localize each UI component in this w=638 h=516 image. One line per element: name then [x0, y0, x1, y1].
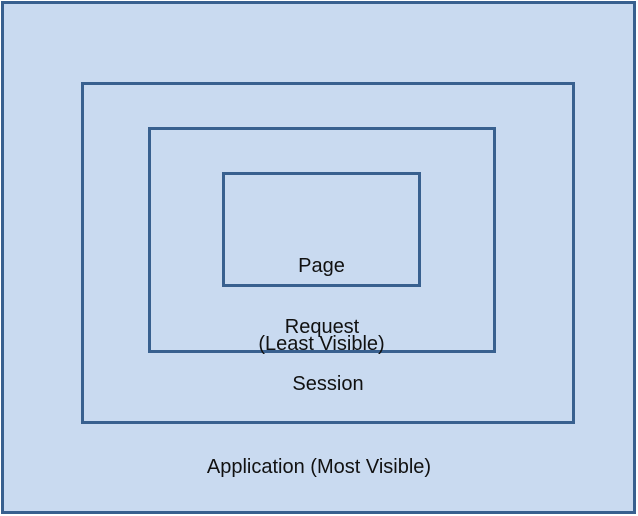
application-scope-label: Application (Most Visible): [206, 456, 432, 478]
page-scope-label: Page (Least Visible): [222, 201, 421, 409]
request-scope-label: Request: [284, 316, 360, 338]
page-scope-box: [222, 172, 421, 287]
session-scope-label: Session: [292, 373, 364, 395]
page-scope-title: Page: [298, 255, 345, 277]
page-scope-subtitle: (Least Visible): [258, 333, 385, 355]
